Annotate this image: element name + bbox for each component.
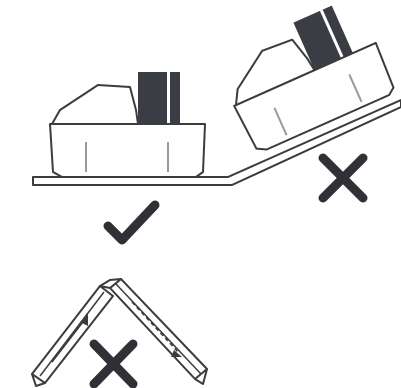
cross-mark-icon	[89, 339, 138, 388]
device-foot-left	[273, 107, 288, 136]
cable-left-inner	[39, 291, 105, 377]
cable-end-left	[31, 373, 46, 387]
device-body	[233, 41, 395, 151]
arrow-head-up-icon	[80, 314, 88, 326]
arrow-head-down-icon	[171, 350, 182, 357]
device-tab	[293, 5, 353, 71]
cross-mark-icon	[318, 153, 368, 203]
cable-bent	[31, 278, 208, 387]
device-tab-highlight	[167, 72, 170, 124]
device-foot-right	[348, 74, 363, 103]
surface-shape	[32, 99, 401, 186]
device-tab-highlight	[319, 9, 344, 59]
surface	[32, 99, 401, 186]
cable-end-right	[194, 368, 208, 385]
cable-fold	[99, 278, 122, 289]
device-tilted	[233, 5, 395, 151]
cable-right-inner	[115, 283, 202, 375]
device-top-housing	[51, 84, 139, 125]
device-level	[49, 72, 206, 178]
device-body	[49, 123, 206, 178]
device-tab	[138, 72, 180, 124]
check-mark-icon	[103, 200, 160, 245]
cable-arrow-right	[131, 301, 179, 353]
cable-arrow-left	[51, 317, 87, 363]
